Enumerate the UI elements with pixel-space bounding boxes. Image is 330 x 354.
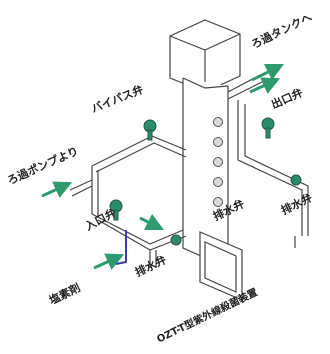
pipe-network	[69, 73, 309, 268]
salt-arrow	[93, 253, 125, 270]
drain-valve-center-handle	[170, 234, 182, 246]
salt-injection-line	[115, 230, 127, 265]
drain-valve-right-handle	[290, 174, 302, 186]
uv-unit-housing	[169, 19, 243, 301]
inner-arrow-right	[249, 77, 281, 94]
inlet-valve-handle	[109, 199, 123, 221]
outlet-valve-handle	[261, 117, 275, 139]
valves	[109, 117, 302, 246]
uv-lamps	[213, 117, 223, 207]
bypass-valve-handle	[143, 119, 157, 141]
to-tank-arrow	[251, 63, 285, 82]
inner-arrow-mid	[139, 213, 165, 231]
inflow-arrow	[41, 181, 73, 198]
flow-arrows	[41, 63, 285, 270]
